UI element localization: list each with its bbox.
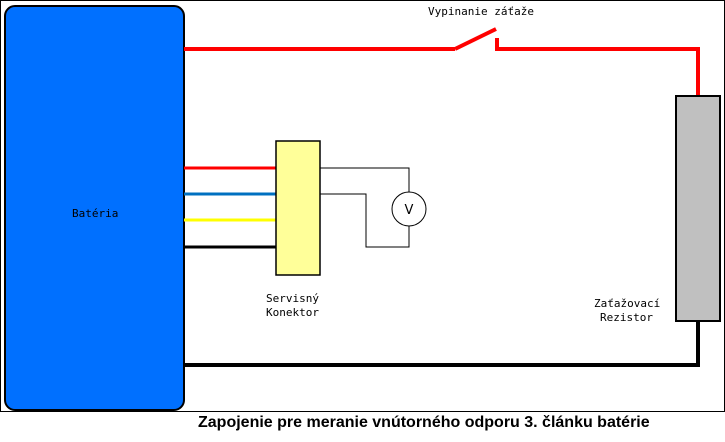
voltmeter-lead-top — [320, 167, 410, 192]
connector-label-line1: Servisný — [266, 292, 319, 305]
battery-block — [4, 5, 185, 411]
switch-blade — [454, 27, 497, 51]
voltmeter-circle — [391, 191, 427, 227]
load-resistor — [675, 95, 721, 322]
voltmeter-lead-bottom — [320, 193, 410, 248]
voltmeter-symbol: V — [405, 203, 414, 218]
diagram-caption: Zapojenie pre meranie vnútorného odporu … — [198, 414, 650, 431]
return-wire-black — [184, 321, 700, 367]
load-wire-red-right — [495, 38, 700, 96]
resistor-label-line1: Zaťažovací — [594, 297, 661, 310]
battery-label: Batéria — [72, 207, 119, 220]
switch-label: Vypinanie záťaže — [428, 5, 534, 18]
connector-label-line2: Konektor — [266, 306, 319, 319]
resistor-label-line2: Rezistor — [600, 311, 653, 324]
service-connector — [275, 140, 321, 276]
